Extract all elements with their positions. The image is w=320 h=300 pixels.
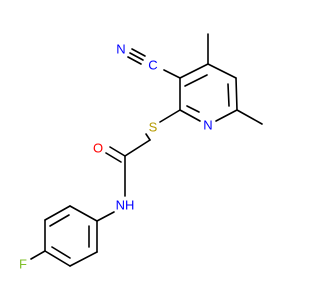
bond-c5-c6 (235, 77, 238, 111)
bond-ar5 (69, 251, 98, 267)
bond-ar4-inner (51, 246, 71, 259)
pyridine-ring (179, 63, 238, 122)
fluorophenyl-ring (44, 205, 98, 267)
bond-c6-methyl (236, 109, 263, 125)
molecule-canvas: N C S N O NH F (19, 33, 263, 271)
bond-nh-aryl (96, 211, 115, 222)
atom-n-nitrile: N (116, 41, 125, 56)
bond-c3-c4 (179, 63, 209, 79)
bond-n1-c2-inner (186, 105, 200, 113)
bond-nitrile-triple-3 (127, 56, 142, 65)
bond-ar4 (44, 250, 71, 267)
bond-c-o-1 (109, 146, 126, 157)
bond-ar1 (69, 205, 98, 222)
atom-nh-amide: NH (116, 197, 135, 212)
molecule-structure: N C S N O NH F (19, 33, 263, 271)
bond-n1-c2 (179, 109, 201, 122)
bond-nitrile-triple-2 (131, 48, 146, 57)
atom-s-thioether: S (149, 119, 158, 134)
atom-f-fluoro: F (19, 256, 27, 271)
bond-ar-f (30, 250, 46, 260)
bond-ar2 (44, 205, 71, 221)
atom-n-ring: N (203, 117, 212, 132)
bond-c3-c4-inner (184, 74, 208, 87)
bond-c4-c5 (207, 63, 237, 79)
bond-ch2-c-carbonyl (124, 139, 151, 157)
bond-s-ch2 (145, 133, 151, 141)
bond-nitrile-triple-1 (129, 52, 144, 61)
bond-c6-n1 (215, 109, 238, 122)
atom-c-nitrile: C (148, 57, 157, 72)
bond-c2-s (159, 109, 181, 123)
bond-c-o-2 (105, 152, 122, 163)
bond-ar2-inner (49, 214, 70, 227)
atom-o-carbonyl: O (93, 140, 103, 155)
bond-c5-c6-inner (227, 83, 230, 107)
bond-c3-cn (163, 69, 181, 79)
